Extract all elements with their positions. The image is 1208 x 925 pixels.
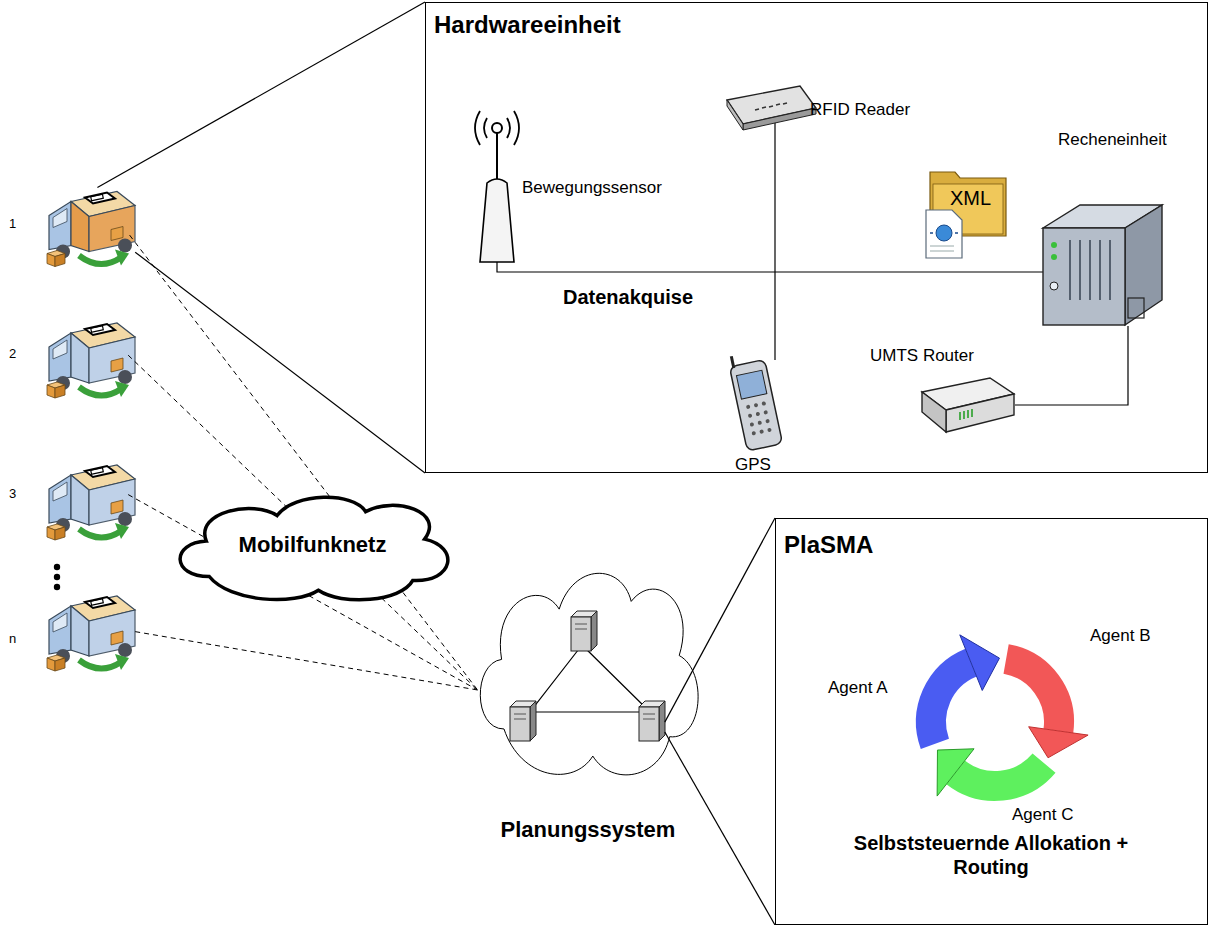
umts-router-icon bbox=[922, 378, 1014, 432]
plasma-box: PlaSMA Selbststeuernde Allokation + Routi… bbox=[775, 518, 1208, 925]
cycle-arc bbox=[956, 763, 1044, 786]
zoom-line bbox=[135, 252, 425, 473]
node-title: 1 bbox=[9, 216, 16, 232]
cycle-arrowhead bbox=[960, 635, 1000, 691]
node-title: Planungssystem bbox=[501, 817, 676, 843]
network-cloud: Mobilfunknetz bbox=[165, 488, 460, 606]
radio-link bbox=[128, 495, 477, 690]
planning-cloud: Planungssystem bbox=[468, 555, 708, 855]
node-title: Hardwareeinheit bbox=[434, 11, 621, 40]
motion-sensor-icon bbox=[475, 111, 519, 262]
ellipsis-dots bbox=[54, 564, 60, 590]
node-body: Selbststeuernde Allokation + Routing bbox=[831, 831, 1151, 879]
truck-icons bbox=[47, 192, 135, 672]
file-type-label: XML bbox=[950, 186, 991, 210]
node-title: PlaSMA bbox=[784, 531, 873, 560]
planning-servers bbox=[510, 611, 665, 741]
zoom-line bbox=[665, 732, 775, 925]
node-title: 2 bbox=[9, 346, 16, 362]
cycle-arc bbox=[931, 663, 971, 744]
cloud-outline bbox=[468, 555, 708, 787]
server-icon bbox=[1043, 205, 1162, 325]
truck-node: 3 bbox=[5, 455, 145, 543]
cycle-arrowhead bbox=[1029, 727, 1088, 758]
agent-label: Agent B bbox=[1090, 626, 1151, 646]
node-title: Mobilfunknetz bbox=[239, 532, 387, 558]
xml-folder-icon bbox=[926, 172, 1006, 258]
component-label: RFID Reader bbox=[810, 100, 910, 120]
component-label: UMTS Router bbox=[870, 346, 974, 366]
agent-label: Agent C bbox=[1012, 805, 1073, 825]
hardware-unit-box: Hardwareeinheit bbox=[425, 2, 1208, 473]
component-label: Recheneinheit bbox=[1058, 130, 1167, 150]
node-title: n bbox=[9, 631, 16, 647]
cloud-shape bbox=[180, 497, 448, 600]
zoom-line bbox=[665, 518, 775, 722]
cycle-arrowhead bbox=[937, 749, 974, 796]
truck-node: n bbox=[5, 585, 145, 673]
truck-node: 1 bbox=[5, 180, 145, 275]
component-label: GPS bbox=[735, 455, 771, 475]
process-label: Datenakquise bbox=[563, 285, 693, 309]
agent-label: Agent A bbox=[828, 678, 888, 698]
zoom-line bbox=[97, 2, 425, 188]
cloud-shape bbox=[480, 573, 698, 775]
rfid-reader-icon bbox=[727, 86, 816, 130]
agent-cycle bbox=[931, 635, 1088, 796]
radio-link bbox=[135, 632, 477, 690]
gps-phone-icon bbox=[727, 350, 782, 451]
hardware-wires bbox=[497, 118, 1128, 405]
component-label: Bewegungssensor bbox=[522, 178, 662, 198]
node-title: 3 bbox=[9, 486, 16, 502]
truck-node: 2 bbox=[5, 312, 145, 402]
cycle-arc bbox=[1006, 659, 1059, 731]
